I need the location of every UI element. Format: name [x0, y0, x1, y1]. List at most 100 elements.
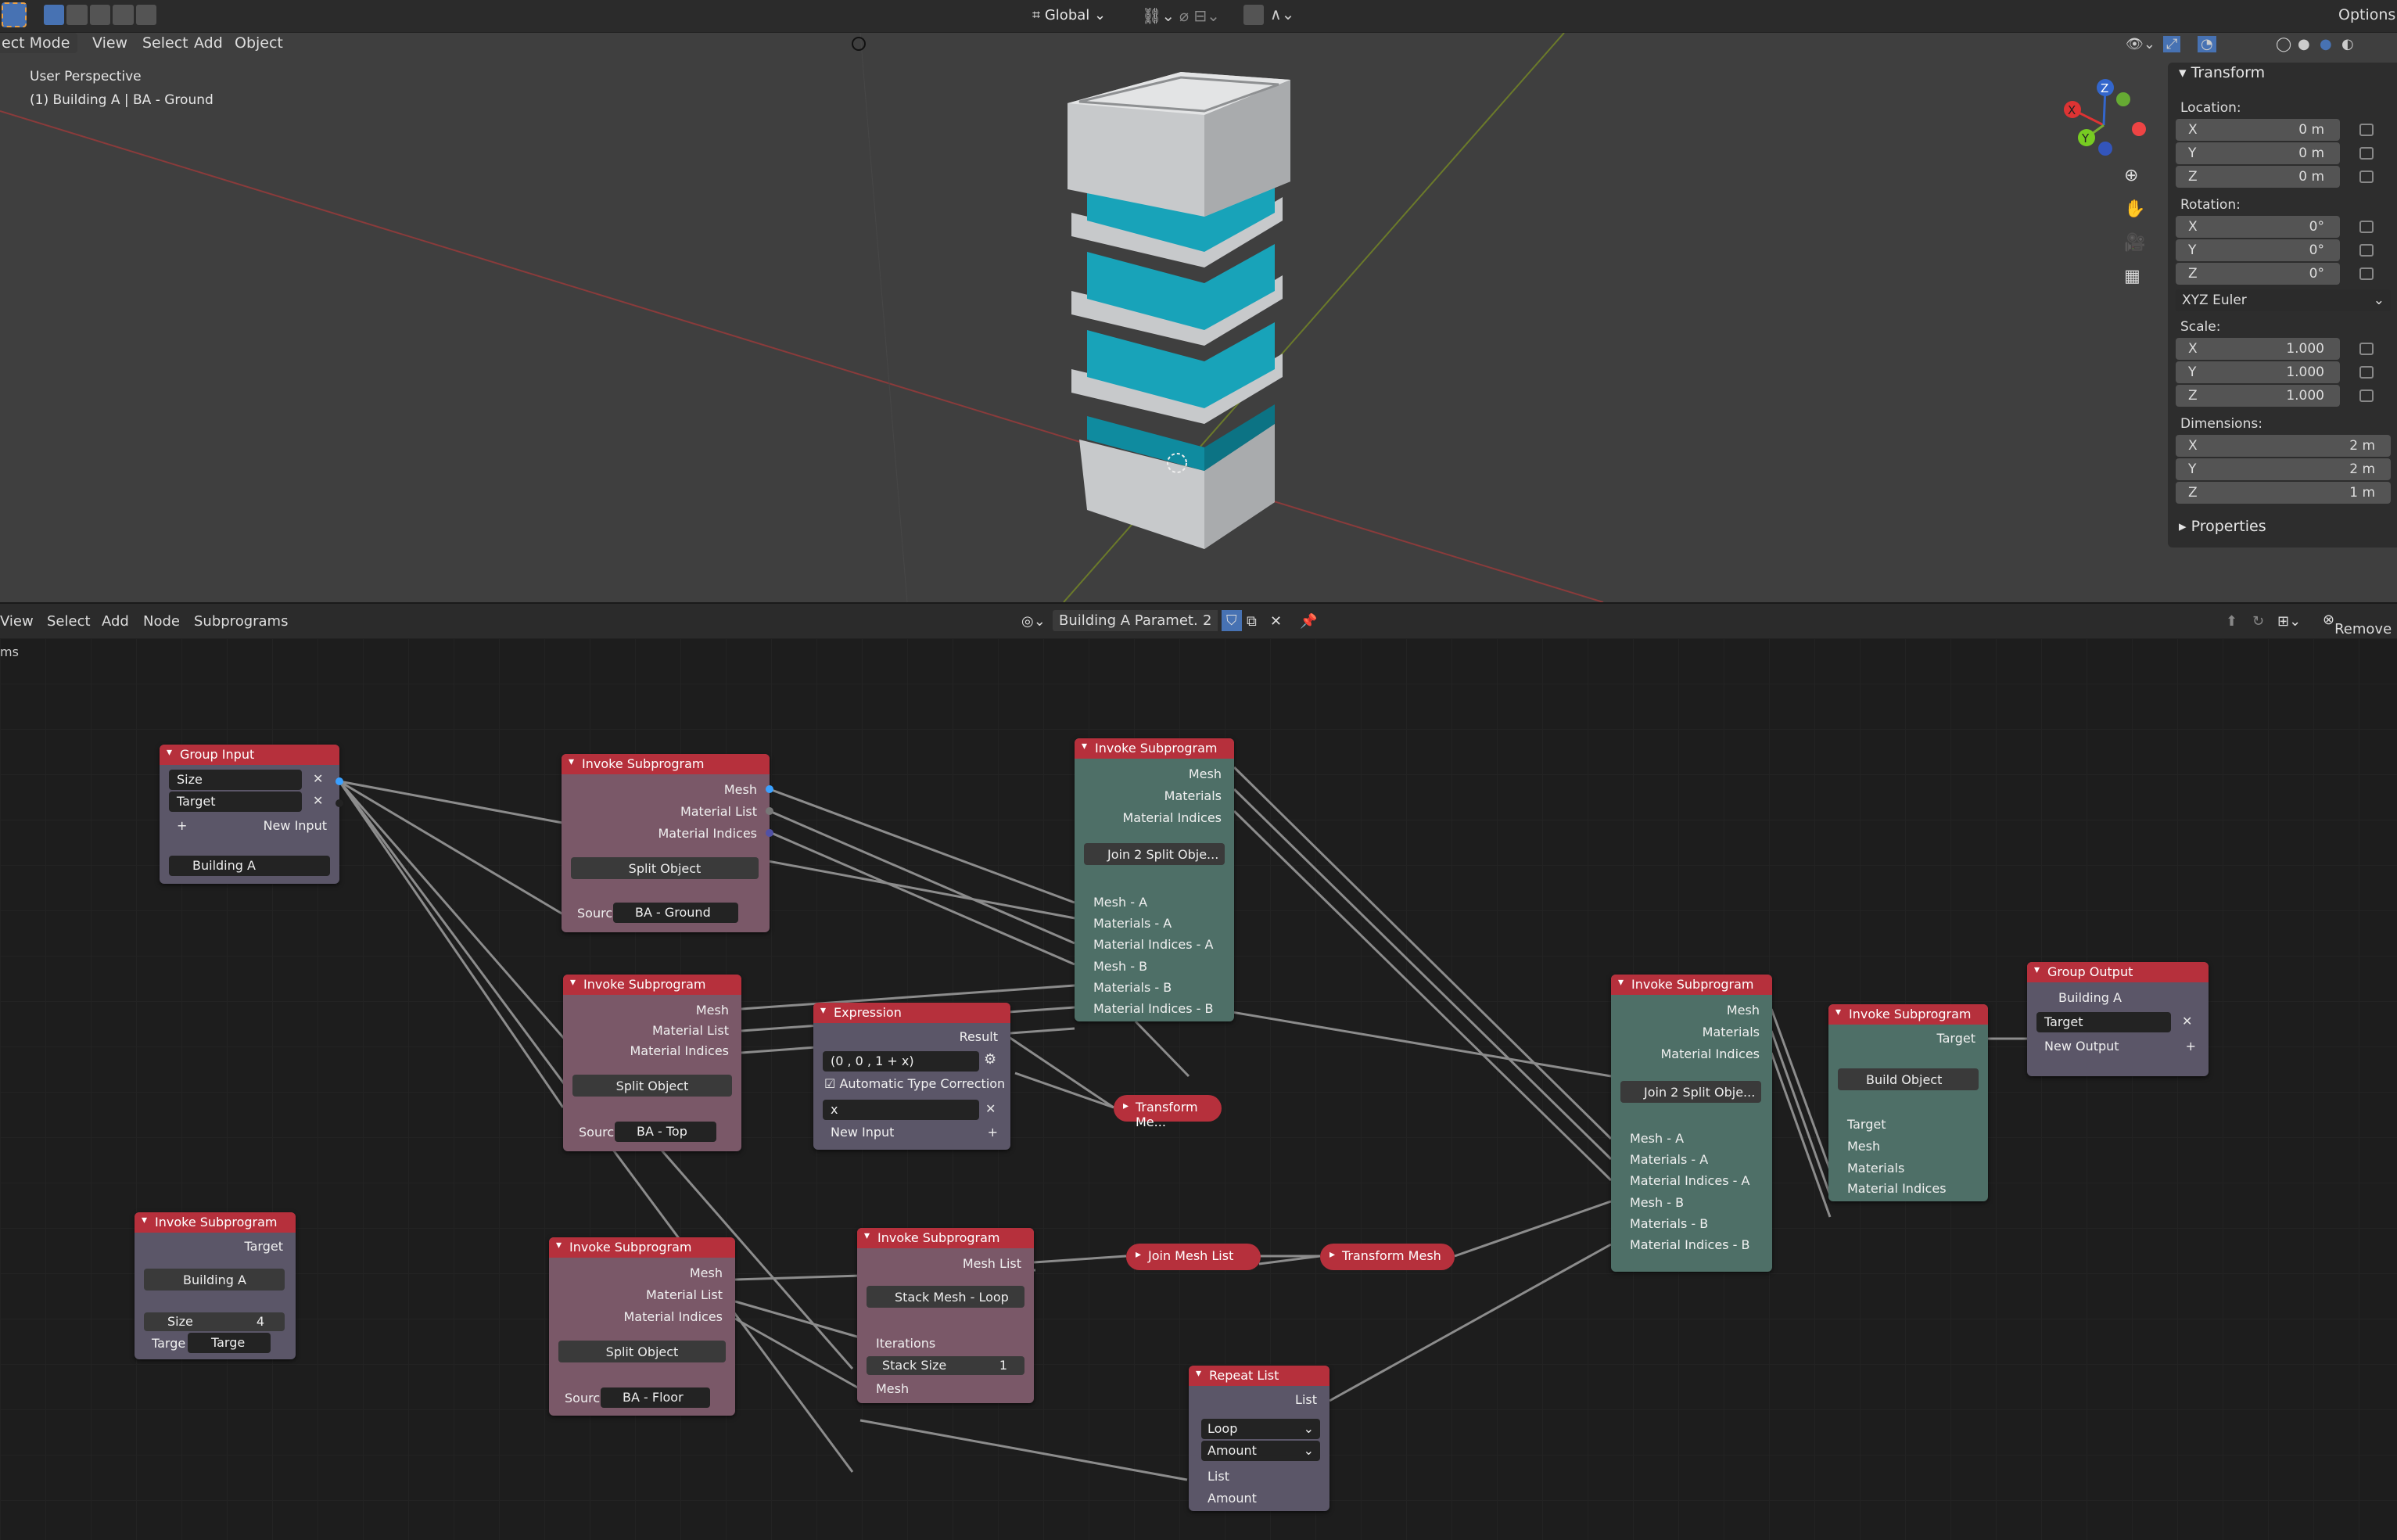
size-socket[interactable] [336, 777, 343, 785]
tree-name-field[interactable]: Building A Paramet... [1053, 610, 1214, 631]
add-input-icon[interactable]: + [177, 818, 188, 833]
lock-icon[interactable] [2359, 171, 2374, 183]
variable-field[interactable]: x [823, 1100, 979, 1120]
gizmo-toggle-icon[interactable]: ⤢ [2163, 36, 2181, 52]
grid-view-icon[interactable]: ▦ [2124, 267, 2140, 286]
material-preview-icon[interactable]: ● [2320, 36, 2332, 52]
lock-icon[interactable] [2359, 244, 2374, 257]
falloff-icon[interactable]: ∧⌄ [1270, 5, 1295, 23]
group-input-node[interactable]: Group Input Size ✕ Target ✕ + New Input … [160, 745, 343, 884]
amount-dropdown[interactable]: Amount⌄ [1201, 1441, 1320, 1461]
node-title[interactable]: Expression [813, 1003, 1010, 1023]
input-size-field[interactable]: Size [169, 770, 302, 790]
invoke-build-object-node[interactable]: Invoke Subprogram Target Build Object Ta… [1828, 1004, 1988, 1201]
pan-hand-icon[interactable]: ✋ [2124, 199, 2146, 219]
lock-icon[interactable] [2359, 147, 2374, 160]
node-title[interactable]: Invoke Subprogram [549, 1237, 735, 1258]
subprogram-selector[interactable]: Stack Mesh - Loop [867, 1286, 1024, 1308]
zoom-icon[interactable]: ⊕ [2124, 166, 2139, 185]
menu-view[interactable]: View [92, 34, 128, 52]
subprogram-selector[interactable]: Split Object [571, 857, 759, 879]
source-object-field[interactable]: BA - Floor [601, 1387, 710, 1408]
menu-view[interactable]: View [0, 613, 34, 630]
refresh-icon[interactable]: ↻ [2252, 613, 2265, 630]
select-tool-icon[interactable] [2, 2, 27, 27]
input-target-field[interactable]: Target [169, 792, 302, 812]
properties-panel-toggle[interactable]: ▸ Properties [2179, 518, 2266, 535]
lock-icon[interactable] [2359, 124, 2374, 136]
new-output-label[interactable]: New Output [2044, 1039, 2119, 1054]
viewport-right-toolbar[interactable]: 👁⌄ ⤢ ◔ ◯ ● ● ◐ [2119, 33, 2397, 59]
add-input-icon[interactable]: + [987, 1125, 998, 1140]
node-title[interactable]: Group Output [2027, 962, 2209, 982]
lock-icon[interactable] [2359, 366, 2374, 379]
node-editor-canvas[interactable]: ms Group Input Size ✕ Target ✕ + New Inp… [0, 638, 2397, 1540]
menu-add[interactable]: Add [102, 613, 129, 630]
subprogram-selector[interactable]: Building A [144, 1269, 285, 1291]
menu-subprograms[interactable]: Subprograms [194, 613, 289, 630]
lock-icon[interactable] [2359, 267, 2374, 280]
invoke-split-ground-node[interactable]: Invoke Subprogram Mesh Material List Mat… [562, 754, 773, 932]
new-input-label[interactable]: New Input [263, 818, 327, 833]
expression-node[interactable]: Expression Result (0 , 0 , 1 + x) ⚙ ☑ Au… [813, 1003, 1010, 1150]
subprogram-selector[interactable]: Join 2 Split Obje... [1620, 1081, 1761, 1103]
invoke-join-1-node[interactable]: Invoke Subprogram Mesh Materials Materia… [1075, 738, 1234, 1021]
lock-icon[interactable] [2359, 343, 2374, 355]
invoke-join-2-node[interactable]: Invoke Subprogram Mesh Materials Materia… [1611, 975, 1772, 1272]
invoke-split-top-node[interactable]: Invoke Subprogram Mesh Material List Mat… [563, 975, 741, 1151]
subprogram-selector[interactable]: Split Object [558, 1341, 726, 1362]
remove-variable-icon[interactable]: ✕ [985, 1101, 996, 1116]
expression-field[interactable]: (0 , 0 , 1 + x) [823, 1051, 979, 1072]
remove-input-icon[interactable]: ✕ [313, 793, 324, 808]
remove-output-icon[interactable]: ✕ [2182, 1014, 2193, 1028]
gear-icon[interactable]: ⚙ [984, 1051, 997, 1068]
join-mesh-list-node[interactable]: Join Mesh List [1126, 1244, 1261, 1270]
proportional-edit-icon[interactable] [1243, 5, 1264, 25]
node-title[interactable]: Invoke Subprogram [135, 1212, 296, 1233]
source-object-field[interactable]: BA - Top [615, 1122, 716, 1142]
remove-input-icon[interactable]: ✕ [313, 771, 324, 786]
source-object-field[interactable]: BA - Ground [613, 903, 738, 923]
duplicate-icon[interactable]: ⧉ [1247, 613, 1257, 630]
select-mode-icons[interactable] [44, 5, 157, 25]
transform-panel-title[interactable]: ▾ Transform [2179, 64, 2266, 81]
overlay-toggle-icon[interactable]: ◔ [2198, 36, 2216, 52]
add-output-icon[interactable]: + [2185, 1039, 2196, 1054]
target-object-field[interactable]: Targe [188, 1333, 271, 1353]
mode-dropdown[interactable]: ect Mode [0, 33, 78, 53]
menu-node[interactable]: Node [143, 613, 180, 630]
repeat-list-node[interactable]: Repeat List List Loop⌄ Amount⌄ List Amou… [1189, 1366, 1329, 1511]
subprogram-selector[interactable]: Join 2 Split Obje... [1084, 843, 1225, 865]
unlink-icon[interactable]: ✕ [1270, 613, 1283, 630]
rotation-mode-dropdown[interactable]: XYZ Euler⌄ [2176, 289, 2391, 311]
pin-icon[interactable]: 📌 [1300, 613, 1318, 630]
node-title[interactable]: Group Input [160, 745, 339, 765]
invoke-split-floor-node[interactable]: Invoke Subprogram Mesh Material List Mat… [549, 1237, 735, 1416]
rendered-icon[interactable]: ◐ [2341, 36, 2354, 52]
snap-icon[interactable]: ⌀ ⊟⌄ [1179, 6, 1220, 25]
3d-viewport[interactable]: X Z Y ect Mode View Select Add Object Us… [0, 33, 2397, 602]
node-title[interactable]: Invoke Subprogram [1611, 975, 1772, 995]
group-output-node[interactable]: Group Output Building A Target ✕ New Out… [2027, 962, 2209, 1076]
snap-icon[interactable]: ⊞⌄ [2277, 613, 2302, 630]
mesh-socket[interactable] [766, 785, 773, 793]
lock-icon[interactable] [2359, 389, 2374, 402]
lock-icon[interactable] [2359, 221, 2374, 233]
node-title[interactable]: Repeat List [1189, 1366, 1329, 1386]
subprogram-selector[interactable]: Build Object [1838, 1068, 1979, 1090]
tree-type-icon[interactable]: ◎⌄ [1021, 613, 1046, 630]
wireframe-icon[interactable]: ◯ [2276, 36, 2292, 52]
parent-tree-icon[interactable]: ⬆ [2226, 613, 2238, 630]
